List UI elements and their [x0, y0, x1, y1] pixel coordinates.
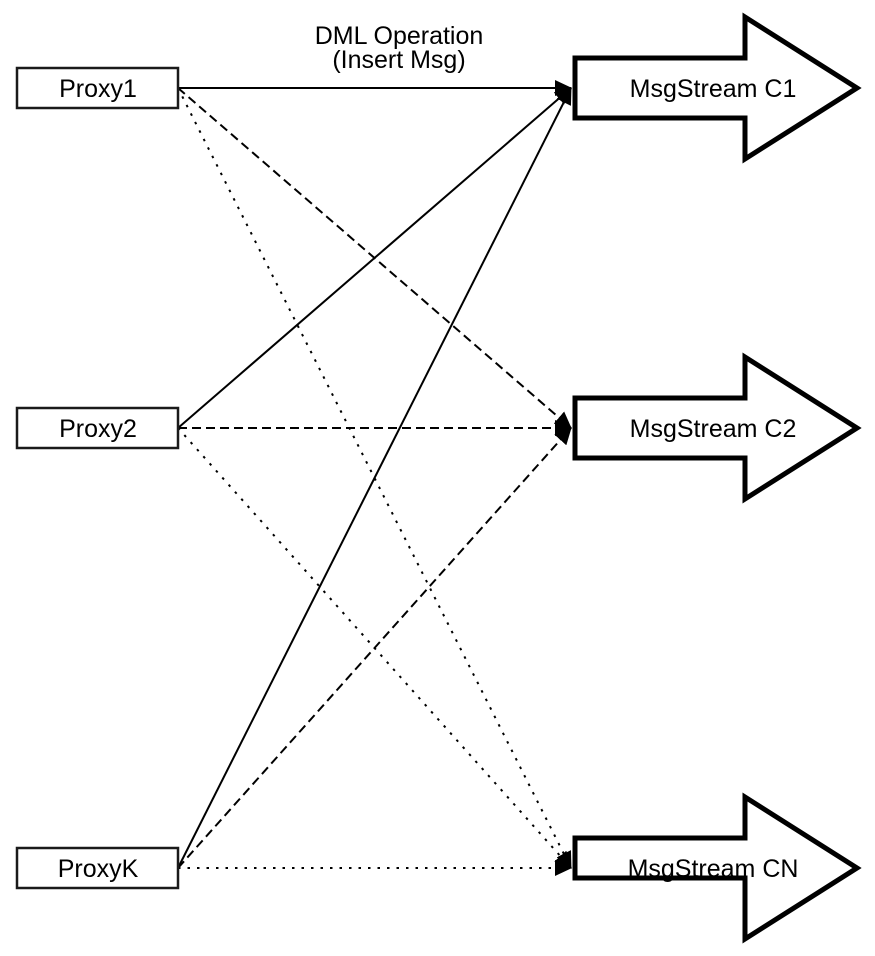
diagram-title-line2: (Insert Msg) — [332, 46, 465, 74]
node-msgstream-c2: MsgStream C2 — [572, 352, 862, 504]
msgstream-c2-label: MsgStream C2 — [630, 415, 797, 443]
proxy1-label: Proxy1 — [59, 75, 137, 103]
proxy1-box — [15, 66, 180, 110]
proxyk-label: ProxyK — [58, 855, 139, 883]
edge-proxyk-to-msgstream-c2 — [177, 427, 572, 869]
proxyk-box — [15, 846, 180, 890]
msgstream-cn-arrow-shape — [572, 792, 862, 944]
node-msgstream-c1: MsgStream C1 — [572, 12, 862, 164]
node-proxy1: Proxy1 — [15, 66, 180, 110]
msgstream-c1-label: MsgStream C1 — [630, 75, 797, 103]
msgstream-c2-arrow-shape — [572, 352, 862, 504]
diagram-title-line1: DML Operation — [315, 22, 484, 50]
msgstream-cn-label: MsgStream CN — [628, 855, 799, 883]
edge-lines — [177, 80, 572, 876]
edge-proxy2-to-msgstream-c1 — [177, 87, 572, 429]
node-proxyk: ProxyK — [15, 846, 180, 890]
proxy2-label: Proxy2 — [59, 415, 137, 443]
proxy2-box — [15, 406, 180, 450]
node-msgstream-cn: MsgStream CN — [572, 792, 862, 944]
msgstream-c1-arrow-shape — [572, 12, 862, 164]
edge-proxyk-to-msgstream-c1 — [177, 87, 572, 869]
node-proxy2: Proxy2 — [15, 406, 180, 450]
